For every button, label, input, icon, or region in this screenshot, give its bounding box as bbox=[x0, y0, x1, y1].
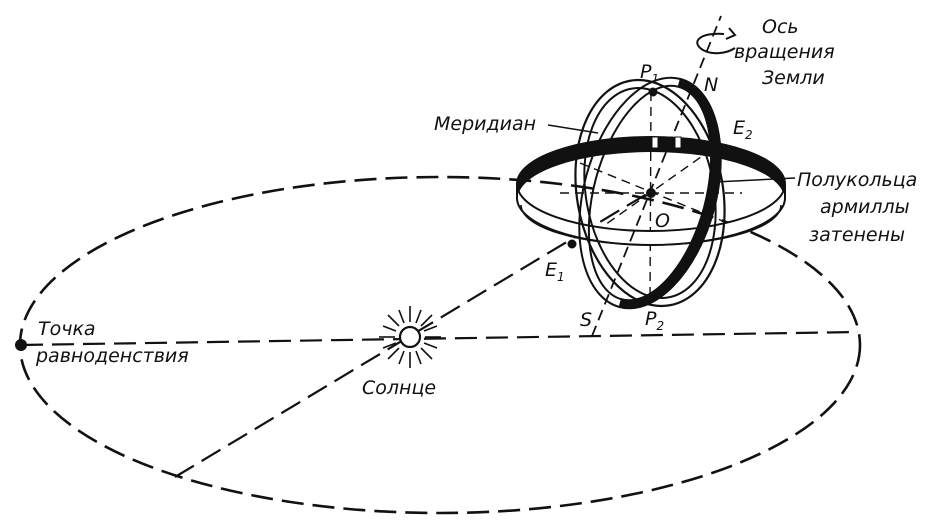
axis-title-line-3: Земли bbox=[762, 67, 825, 89]
label-P1: P1 bbox=[640, 61, 659, 86]
rotation-axis bbox=[591, 15, 722, 337]
label-N: N bbox=[704, 74, 718, 96]
meridian-leader bbox=[547, 124, 599, 134]
equinox-point-marker bbox=[15, 339, 27, 351]
half-rings-line-2: армиллы bbox=[820, 196, 910, 218]
point-E1 bbox=[567, 239, 577, 249]
point-O bbox=[646, 188, 656, 198]
half-rings-line-3: затенены bbox=[809, 224, 905, 246]
axis-title-line-2: вращения bbox=[734, 41, 835, 63]
sun-icon bbox=[379, 306, 441, 368]
equinox-label-line-2: равноденствия bbox=[35, 345, 189, 367]
half-rings-label: Полукольца армиллы затенены bbox=[797, 169, 917, 246]
label-E1: E1 bbox=[545, 259, 565, 284]
label-E2: E2 bbox=[733, 117, 753, 142]
equinox-label-line-1: Точка bbox=[38, 318, 96, 340]
axis-title: Ось вращения Земли bbox=[734, 16, 835, 89]
label-O: O bbox=[655, 210, 670, 232]
label-P2: P2 bbox=[645, 308, 664, 333]
point-P1 bbox=[648, 87, 658, 97]
half-rings-line-1: Полукольца bbox=[797, 169, 917, 191]
equinox-line bbox=[20, 330, 859, 347]
axis-ring bbox=[578, 76, 722, 310]
dashed-diagonal-2 bbox=[594, 151, 709, 233]
equinox-label: Точка равноденствия bbox=[35, 318, 189, 367]
rotation-arrow-icon bbox=[696, 27, 737, 55]
sun-label: Солнце bbox=[362, 377, 436, 399]
dashed-p1-p2 bbox=[649, 91, 652, 305]
label-S: S bbox=[580, 309, 592, 331]
armillary-sphere bbox=[516, 15, 796, 337]
meridian-label: Меридиан bbox=[434, 113, 536, 135]
meridian-ring bbox=[574, 78, 726, 308]
axis-title-line-1: Ось bbox=[762, 16, 799, 38]
half-rings-leader bbox=[714, 177, 796, 183]
